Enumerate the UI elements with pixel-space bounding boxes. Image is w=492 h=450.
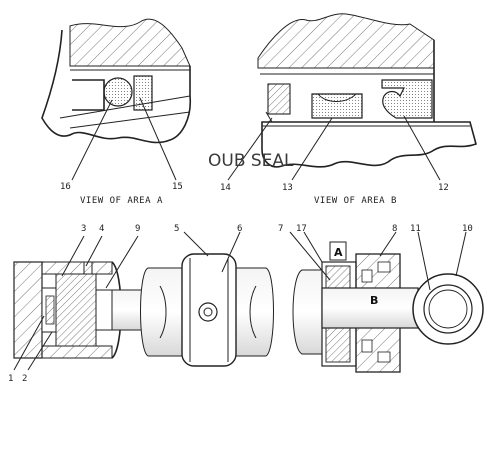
gland-section: A B xyxy=(292,241,484,373)
callout-5: 5 xyxy=(174,224,179,234)
tube-section xyxy=(140,253,274,367)
caption-area-b: VIEW OF AREA B xyxy=(314,196,397,206)
callout-1: 1 xyxy=(8,374,13,384)
caption-area-a: VIEW OF AREA A xyxy=(80,196,163,206)
callout-17: 17 xyxy=(296,224,307,234)
area-label-b: B xyxy=(370,294,378,307)
callout-14: 14 xyxy=(220,183,231,193)
area-a-housing xyxy=(69,18,191,67)
callout-6: 6 xyxy=(237,224,242,234)
area-b-housing xyxy=(257,13,435,69)
area-label-a: A xyxy=(334,246,343,259)
piston-section xyxy=(13,261,158,359)
callout-2: 2 xyxy=(22,374,27,384)
callout-3: 3 xyxy=(81,224,86,234)
callout-7: 7 xyxy=(278,224,283,234)
piston-rod xyxy=(321,287,419,329)
o-ring-16 xyxy=(103,77,133,107)
backup-ring-15 xyxy=(133,75,153,111)
callout-8: 8 xyxy=(392,224,397,234)
callout-13: 13 xyxy=(282,183,293,193)
seal-13 xyxy=(311,93,363,119)
callout-11: 11 xyxy=(410,224,421,234)
area-a-outline xyxy=(41,29,192,144)
view-area-b: 14 13 12 VIEW OF AREA B xyxy=(220,13,477,206)
callout-4: 4 xyxy=(99,224,104,234)
callout-9: 9 xyxy=(135,224,140,234)
callout-10: 10 xyxy=(462,224,473,234)
overlay-title: OUB SEAL xyxy=(208,151,294,171)
area-b-rod xyxy=(261,121,477,168)
callout-16: 16 xyxy=(60,182,71,192)
view-area-a: 16 15 VIEW OF AREA A xyxy=(41,18,192,206)
u-cup-seal-12 xyxy=(381,79,433,119)
callout-15: 15 xyxy=(172,182,183,192)
callout-12: 12 xyxy=(438,183,449,193)
main-callouts: 3 4 9 5 6 7 17 8 11 10 1 2 xyxy=(8,224,473,384)
